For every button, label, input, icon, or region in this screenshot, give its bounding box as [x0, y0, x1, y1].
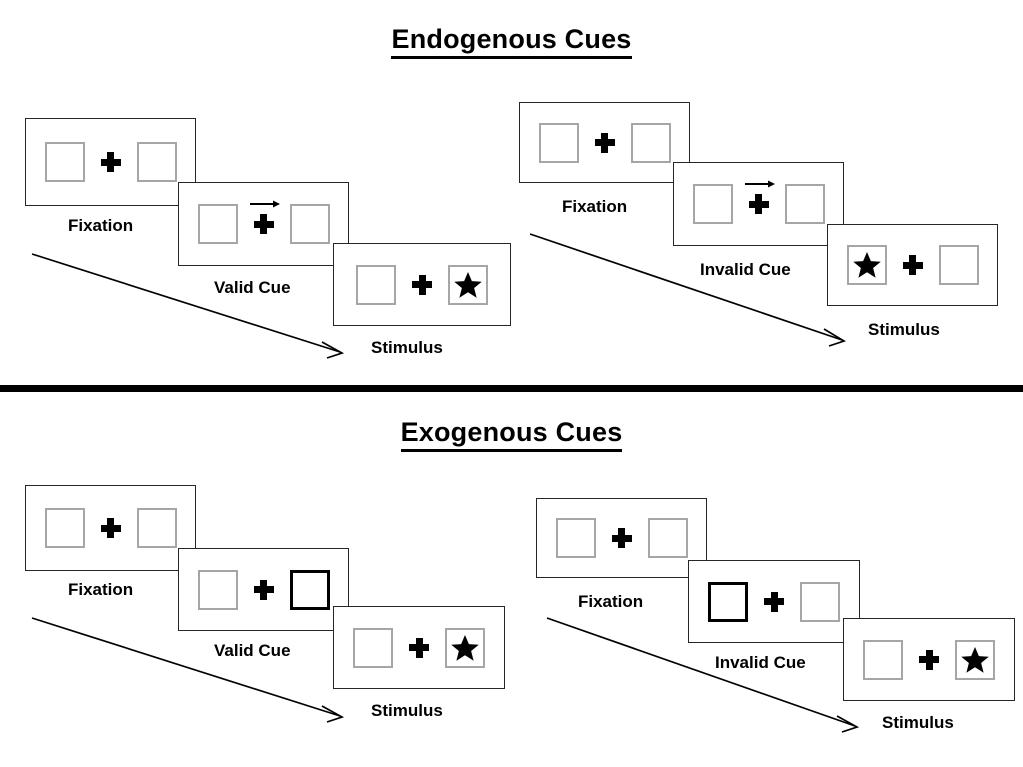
right-placeholder-box	[647, 518, 688, 558]
fixation-cross-icon	[611, 528, 632, 548]
left-cued-box	[708, 581, 748, 622]
right-placeholder-box	[800, 581, 840, 622]
caption-endogenous-invalid-cue: Invalid Cue	[700, 260, 791, 279]
stimulus-row	[846, 245, 979, 285]
stimulus-row	[555, 518, 688, 558]
cue-cross-group	[249, 200, 280, 234]
star-icon	[450, 633, 480, 663]
caption-exogenous-invalid-cue: Invalid Cue	[715, 653, 806, 672]
right-placeholder-box	[784, 184, 825, 224]
fixation-cross-icon	[594, 132, 615, 153]
caption-endogenous-valid-fixation: Fixation	[68, 216, 134, 235]
left-placeholder-box	[44, 142, 85, 182]
right-placeholder-box	[289, 204, 330, 244]
left-target-box	[846, 245, 887, 285]
caption-endogenous-valid-stimulus: Stimulus	[371, 338, 443, 357]
panel-endogenous-invalid-fixation	[519, 102, 690, 183]
caption-exogenous-valid-fixation: Fixation	[68, 580, 134, 599]
right-placeholder-box	[938, 245, 979, 285]
right-target-box	[955, 639, 995, 680]
stimulus-row	[353, 627, 485, 668]
section-title-exogenous: Exogenous Cues	[0, 417, 1023, 452]
fixation-cross-icon	[764, 591, 784, 612]
section-title-endogenous-text: Endogenous Cues	[391, 24, 632, 59]
panel-exogenous-invalid-fixation	[536, 498, 707, 578]
time-flow-arrow-exogenous-valid	[28, 612, 353, 727]
star-icon	[453, 270, 483, 300]
stimulus-row	[197, 569, 330, 610]
stimulus-row	[197, 200, 330, 244]
caption-exogenous-valid-cue: Valid Cue	[214, 641, 291, 660]
stimulus-row	[708, 581, 840, 622]
fixation-cross-icon	[100, 518, 121, 538]
right-cued-box	[289, 569, 330, 610]
panel-exogenous-valid-fixation	[25, 485, 196, 571]
right-placeholder-box	[630, 122, 671, 163]
left-placeholder-box	[197, 204, 238, 244]
arrow-right-cue-icon	[744, 178, 776, 190]
stimulus-row	[863, 639, 995, 680]
right-placeholder-box	[136, 142, 177, 182]
fixation-cross-icon	[409, 637, 429, 658]
fixation-cross-icon	[412, 274, 432, 295]
left-placeholder-box	[44, 508, 85, 548]
left-placeholder-box	[538, 122, 579, 163]
left-placeholder-box	[197, 569, 238, 610]
panel-endogenous-invalid-stimulus	[827, 224, 998, 306]
section-title-endogenous: Endogenous Cues	[0, 24, 1023, 59]
caption-endogenous-invalid-fixation: Fixation	[562, 197, 628, 216]
stimulus-row	[538, 122, 671, 163]
panel-exogenous-invalid-cue	[688, 560, 860, 643]
caption-exogenous-invalid-fixation: Fixation	[578, 592, 644, 611]
left-placeholder-box	[353, 627, 393, 668]
left-placeholder-box	[555, 518, 596, 558]
fixation-cross-icon	[902, 255, 923, 275]
caption-endogenous-valid-cue: Valid Cue	[214, 278, 291, 297]
stimulus-row	[44, 508, 177, 548]
time-flow-arrow-endogenous-valid	[28, 248, 353, 363]
left-placeholder-box	[692, 184, 733, 224]
panel-endogenous-invalid-cue	[673, 162, 844, 246]
section-divider	[0, 385, 1023, 392]
panel-exogenous-invalid-stimulus	[843, 618, 1015, 701]
fixation-cross-icon	[919, 649, 939, 670]
star-icon	[852, 250, 882, 280]
panel-endogenous-valid-fixation	[25, 118, 196, 206]
caption-exogenous-invalid-stimulus: Stimulus	[882, 713, 954, 732]
star-icon	[960, 645, 990, 675]
fixation-cross-icon	[748, 194, 769, 214]
time-flow-arrow-endogenous-invalid	[526, 228, 856, 350]
arrow-right-cue-icon	[249, 198, 281, 210]
panel-exogenous-valid-stimulus	[333, 606, 505, 689]
panel-endogenous-valid-cue	[178, 182, 349, 266]
fixation-cross-icon	[100, 152, 121, 172]
left-placeholder-box	[356, 264, 396, 305]
fixation-cross-icon	[253, 214, 274, 234]
right-target-box	[448, 264, 488, 305]
caption-exogenous-valid-stimulus: Stimulus	[371, 701, 443, 720]
panel-endogenous-valid-stimulus	[333, 243, 511, 326]
time-flow-arrow-exogenous-invalid	[543, 612, 868, 737]
caption-endogenous-invalid-stimulus: Stimulus	[868, 320, 940, 339]
stimulus-row	[356, 264, 488, 305]
stimulus-row	[692, 180, 825, 224]
fixation-cross-icon	[253, 579, 274, 600]
panel-exogenous-valid-cue	[178, 548, 349, 631]
stimulus-row	[44, 142, 177, 182]
section-title-exogenous-text: Exogenous Cues	[400, 417, 623, 452]
right-placeholder-box	[136, 508, 177, 548]
left-placeholder-box	[863, 639, 903, 680]
cue-cross-group	[744, 180, 775, 214]
right-target-box	[445, 627, 485, 668]
